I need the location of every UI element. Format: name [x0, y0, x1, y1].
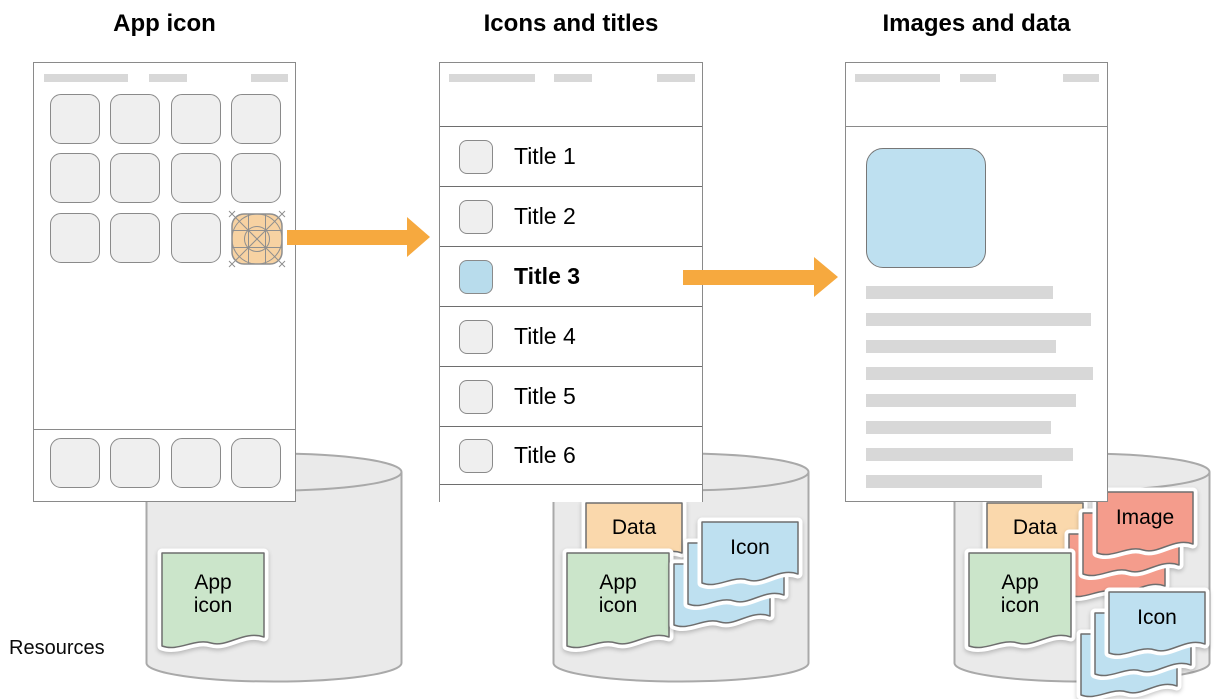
flow-arrow-list-to-detail — [683, 257, 838, 297]
list-item-icon — [459, 438, 493, 473]
dock-icon-placeholder — [231, 438, 281, 488]
column-heading-app-icon: App icon — [113, 10, 216, 37]
app-icon-placeholder — [50, 153, 100, 203]
dock-icon-placeholder — [50, 438, 100, 488]
status-bar-placeholder — [449, 74, 535, 82]
document-page-icon — [562, 548, 674, 652]
list-item-icon-loaded — [459, 259, 493, 294]
resource-doc-icon-stack: Icon — [1076, 587, 1210, 699]
resource-doc-label: Icon — [1137, 605, 1177, 629]
resource-doc-image-stack: Image — [1064, 487, 1198, 601]
app-icon-placeholder — [231, 153, 281, 203]
resource-doc-app-icon: App icon — [562, 548, 674, 653]
app-icon-placeholder — [110, 94, 160, 144]
resource-doc-app-icon: App icon — [157, 548, 269, 653]
app-icon-placeholder — [171, 94, 221, 144]
app-icon-grid-glyph — [228, 210, 286, 268]
text-line-placeholder — [866, 286, 1053, 299]
text-line-placeholder — [866, 340, 1056, 353]
text-line-placeholder — [866, 394, 1076, 407]
resource-doc-label: Icon — [730, 535, 770, 559]
text-line-placeholder — [866, 313, 1091, 326]
list-item: Title 5 — [440, 366, 702, 426]
resource-doc-label: Data — [1012, 515, 1058, 539]
list-bottom-strip — [440, 484, 702, 502]
app-icon-placeholder — [110, 153, 160, 203]
text-line-placeholder — [866, 475, 1042, 488]
document-page-icon — [1076, 587, 1210, 699]
header-divider — [846, 126, 1107, 127]
resource-doc-icon-stack: Icon — [669, 517, 803, 631]
resource-doc-label: Data — [611, 515, 657, 539]
dock-icon-placeholder — [171, 438, 221, 488]
list-item-icon — [459, 199, 493, 234]
resource-doc-label: App icon — [1000, 571, 1040, 617]
status-bar-placeholder — [960, 74, 996, 82]
status-bar-placeholder — [251, 74, 288, 82]
status-bar-placeholder — [657, 74, 695, 82]
phone-mockup-list-screen: Title 1 Title 2 Title 3 Title 4 Title 5 Title… — [439, 62, 703, 502]
phone-mockup-detail-screen — [845, 62, 1108, 502]
list-item-label: Title 5 — [514, 382, 576, 409]
list-item-label: Title 3 — [514, 262, 581, 289]
resource-doc-label: Image — [1115, 505, 1175, 529]
list-item: Title 6 — [440, 426, 702, 484]
image-placeholder — [866, 148, 986, 268]
resource-doc-label: App icon — [193, 571, 233, 617]
list-item-icon — [459, 139, 493, 174]
dock-icon-placeholder — [110, 438, 160, 488]
status-bar-placeholder — [149, 74, 187, 82]
list-item: Title 3 — [440, 246, 702, 306]
document-page-icon — [669, 517, 803, 631]
resources-label: Resources — [9, 637, 105, 659]
status-bar-placeholder — [44, 74, 128, 82]
list-item-label: Title 1 — [514, 142, 576, 169]
phone-mockup-home-screen — [33, 62, 296, 502]
text-line-placeholder — [866, 421, 1051, 434]
list-item-icon — [459, 379, 493, 414]
dock-divider — [34, 429, 295, 430]
app-icon-placeholder — [50, 213, 100, 263]
app-icon-grid-template-icon — [227, 209, 287, 269]
app-icon-placeholder — [50, 94, 100, 144]
list-item: Title 4 — [440, 306, 702, 366]
app-icon-placeholder — [110, 213, 160, 263]
column-heading-images-data: Images and data — [882, 10, 1071, 37]
list-item-label: Title 6 — [514, 441, 576, 468]
resource-doc-app-icon: App icon — [964, 548, 1076, 653]
text-line-placeholder — [866, 367, 1093, 380]
text-line-placeholder — [866, 448, 1073, 461]
status-bar-placeholder — [855, 74, 940, 82]
list-item-label: Title 2 — [514, 202, 576, 229]
status-bar-placeholder — [1063, 74, 1099, 82]
document-page-icon — [964, 548, 1076, 652]
list-item: Title 1 — [440, 126, 702, 186]
document-page-icon — [157, 548, 269, 652]
flow-arrow-app-to-list — [287, 217, 430, 257]
document-page-icon — [1064, 487, 1198, 601]
app-icon-placeholder — [171, 153, 221, 203]
resource-doc-label: App icon — [598, 571, 638, 617]
list-item: Title 2 — [440, 186, 702, 246]
column-heading-icons-titles: Icons and titles — [483, 10, 659, 37]
status-bar-placeholder — [554, 74, 592, 82]
list-item-label: Title 4 — [514, 322, 576, 349]
app-icon-placeholder — [171, 213, 221, 263]
app-icon-placeholder — [231, 94, 281, 144]
list-item-icon — [459, 319, 493, 354]
